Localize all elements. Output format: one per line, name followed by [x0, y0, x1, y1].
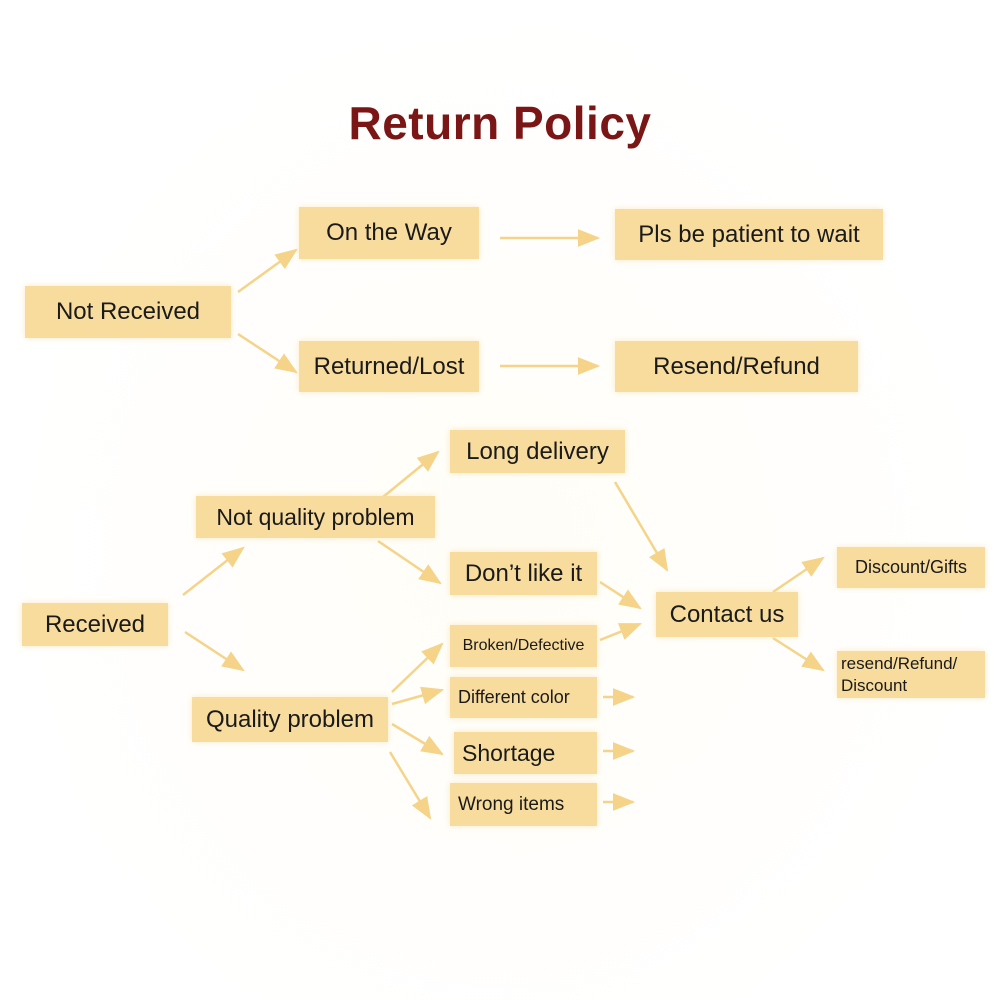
node-label: On the Way [326, 219, 452, 246]
node-shortage: Shortage [454, 732, 597, 774]
node-wrong-items: Wrong items [450, 783, 597, 826]
arrow-contact-to-resend-refund-discount [772, 636, 825, 672]
arrow-received-to-quality [184, 630, 245, 672]
node-contact-us: Contact us [656, 592, 798, 637]
arrow-not-received-to-returned-lost [237, 332, 298, 374]
node-label: Don’t like it [464, 559, 583, 587]
node-on-the-way: On the Way [299, 207, 479, 259]
arrow-quality-to-different-color [391, 686, 445, 706]
node-label-line-1: resend/Refund/ [841, 653, 958, 673]
arrow-quality-to-wrong-items [388, 751, 432, 820]
node-discount-gifts: Discount/Gifts [837, 547, 985, 588]
page-title: Return Policy [348, 97, 652, 149]
node-be-patient: Pls be patient to wait [615, 209, 883, 260]
node-dont-like-it: Don’t like it [450, 552, 597, 595]
node-label: Discount/Gifts [854, 557, 968, 577]
node-label: Received [44, 610, 146, 638]
arrow-not-quality-to-long-delivery [382, 450, 440, 498]
arrow-dont-like-to-contact [599, 580, 642, 610]
node-label: Long delivery [466, 437, 609, 465]
node-label: Resend/Refund [653, 352, 820, 380]
node-returned-lost: Returned/Lost [299, 341, 479, 392]
node-label-line-2: Discount [841, 675, 908, 695]
arrow-received-to-not-quality [182, 546, 245, 596]
arrow-broken-to-contact [599, 622, 643, 642]
node-label: Quality problem [205, 705, 375, 733]
node-label: Wrong items [458, 793, 565, 815]
node-label: Not Received [55, 298, 201, 325]
node-different-color: Different color [450, 677, 597, 718]
node-label: Broken/Defective [462, 637, 585, 654]
arrow-not-received-to-on-the-way [237, 248, 298, 294]
node-resend-refund-discount: resend/Refund/ Discount [837, 651, 985, 698]
arrow-long-delivery-to-contact [613, 481, 669, 572]
node-label: Contact us [669, 600, 785, 628]
node-label: Shortage [462, 739, 556, 766]
arrow-quality-to-shortage [391, 722, 444, 756]
node-quality-problem: Quality problem [192, 697, 388, 742]
arrow-not-quality-to-dont-like [377, 539, 442, 585]
node-label: Pls be patient to wait [638, 220, 860, 248]
node-received: Received [22, 603, 168, 646]
arrow-quality-to-broken [391, 642, 444, 693]
node-label: Different color [458, 687, 570, 707]
node-not-received: Not Received [25, 286, 231, 338]
arrow-contact-to-discount [772, 556, 825, 594]
node-label: Not quality problem [216, 503, 415, 530]
node-resend-refund: Resend/Refund [615, 341, 858, 392]
node-broken-defective: Broken/Defective [450, 625, 597, 667]
node-not-quality-problem: Not quality problem [196, 496, 435, 538]
node-label: Returned/Lost [313, 352, 465, 380]
node-long-delivery: Long delivery [450, 430, 625, 473]
